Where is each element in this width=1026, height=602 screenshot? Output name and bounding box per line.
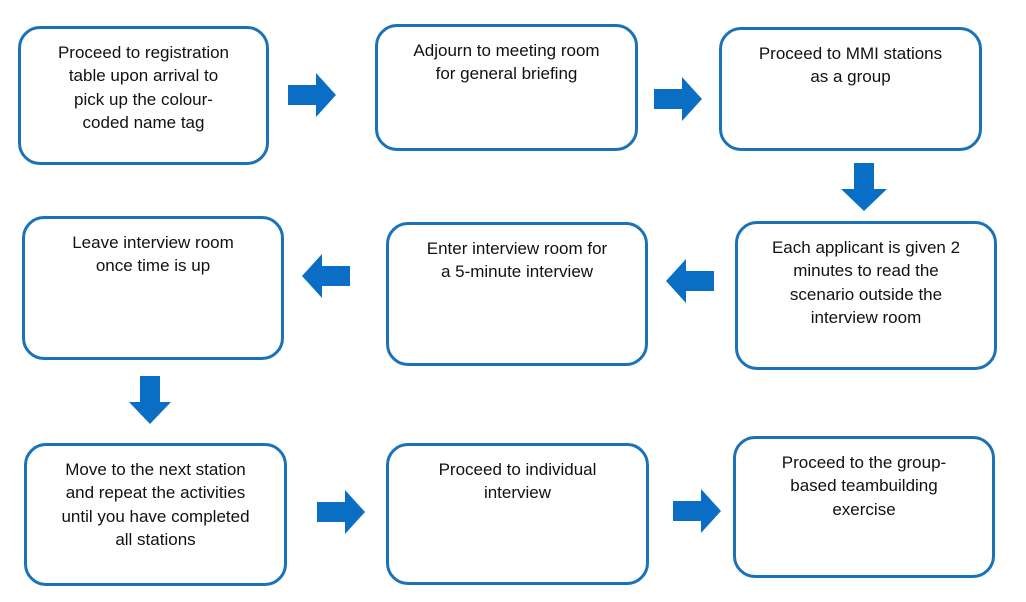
arrow-right-icon: [673, 489, 721, 533]
step-box-next-station: Move to the next station and repeat the …: [24, 443, 287, 586]
arrow-left-icon: [666, 259, 714, 303]
step-box-read-scenario: Each applicant is given 2 minutes to rea…: [735, 221, 997, 370]
step-text: Each applicant is given 2 minutes to rea…: [771, 238, 961, 328]
arrow-left-icon: [302, 254, 350, 298]
step-box-registration: Proceed to registration table upon arriv…: [18, 26, 269, 165]
arrow-down-icon: [129, 376, 171, 424]
step-box-individual-interview: Proceed to individual interview: [386, 443, 649, 585]
step-box-mmi-stations: Proceed to MMI stations as a group: [719, 27, 982, 151]
step-text: Proceed to registration table upon arriv…: [57, 43, 230, 133]
step-box-teambuilding: Proceed to the group- based teambuilding…: [733, 436, 995, 578]
step-text: Proceed to MMI stations as a group: [758, 44, 943, 87]
step-text: Proceed to the group- based teambuilding…: [781, 453, 947, 519]
step-text: Move to the next station and repeat the …: [61, 460, 250, 550]
step-text: Adjourn to meeting room for general brie…: [413, 41, 600, 84]
step-text: Enter interview room for a 5-minute inte…: [426, 239, 608, 282]
step-text: Leave interview room once time is up: [72, 233, 234, 276]
step-box-enter-interview: Enter interview room for a 5-minute inte…: [386, 222, 648, 366]
arrow-right-icon: [654, 77, 702, 121]
step-text: Proceed to individual interview: [438, 460, 597, 503]
step-box-briefing: Adjourn to meeting room for general brie…: [375, 24, 638, 151]
arrow-right-icon: [288, 73, 336, 117]
step-box-leave-room: Leave interview room once time is up: [22, 216, 284, 360]
arrow-right-icon: [317, 490, 365, 534]
arrow-down-icon: [841, 163, 887, 211]
